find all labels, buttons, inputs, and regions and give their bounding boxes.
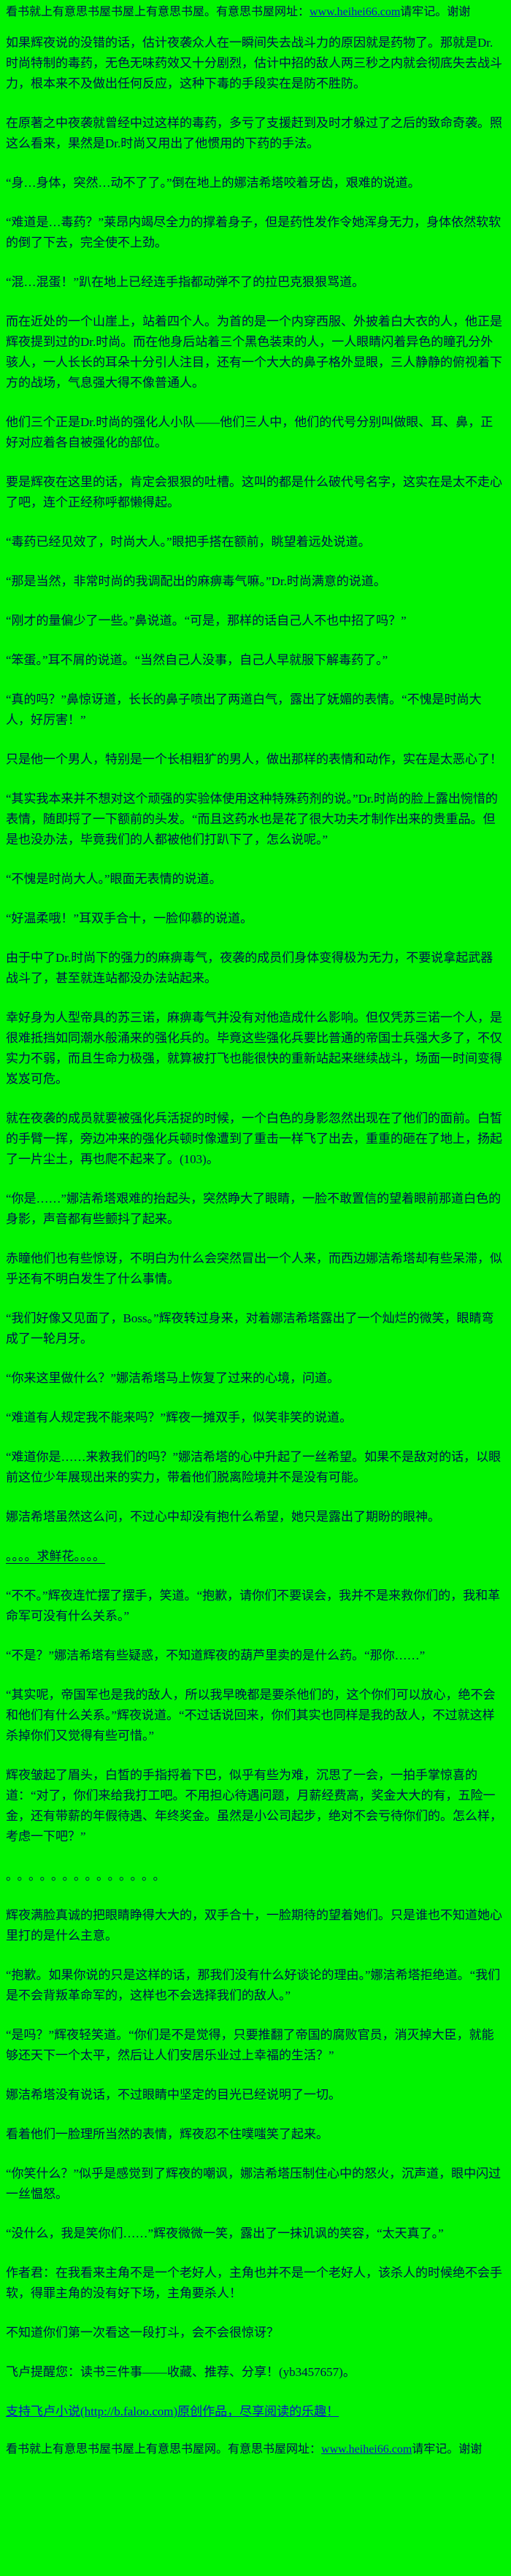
- faloo-site-link[interactable]: 支持飞卢小说(http://b.faloo.com)原创作品，尽享阅读的乐趣！: [6, 2405, 339, 2418]
- flower-request-line: 。。。。求鲜花。。。。: [6, 1549, 105, 1563]
- novel-paragraph: 幸好身为人型帝具的苏三诺，麻痹毒气并没有对他造成什么影响。但仅凭苏三诺一个人，是…: [6, 1011, 502, 1086]
- novel-paragraph: 只是他一个男人，特别是一个长相粗犷的男人，做出那样的表情和动作，实在是太恶心了！: [6, 752, 502, 766]
- novel-paragraph: “身…身体，突然…动不了了。”倒在地上的娜洁希塔咬着牙齿，艰难的说道。: [6, 176, 420, 190]
- novel-paragraph: 由于中了Dr.时尚下的强力的麻痹毒气，夜袭的成员们身体变得极为无力，不要说拿起武…: [6, 951, 493, 985]
- faloo-reminder: 飞卢提醒您：读书三件事——收藏、推荐、分享！(yb3457657)。: [6, 2365, 356, 2379]
- novel-paragraph: 娜洁希塔没有说话，不过眼睛中坚定的目光已经说明了一切。: [6, 2088, 341, 2102]
- novel-paragraph: “笨蛋。”耳不屑的说道。“当然自己人没事，自己人早就服下解毒药了。”: [6, 653, 388, 667]
- novel-paragraph: “不不。”辉夜连忙摆了摆手，笑道。“抱歉，请你们不要误会，我并不是来救你们的，我…: [6, 1589, 501, 1623]
- novel-paragraph: “你是……”娜洁希塔艰难的抬起头，突然睁大了眼睛，一脸不敢置信的望着眼前那道白色…: [6, 1192, 502, 1226]
- novel-paragraph: “毒药已经见效了，时尚大人。”眼把手搭在额前，眺望着远处说道。: [6, 535, 371, 549]
- novel-paragraph: 而在近处的一个山崖上，站着四个人。为首的是一个内穿西服、外披着白大衣的人，他正是…: [6, 315, 502, 390]
- novel-content: 如果辉夜说的没错的话，估计夜袭众人在一瞬间失去战斗力的原因就是药物了。那就是Dr…: [6, 33, 505, 2343]
- site-notice-top: 看书就上有意思书屋书屋上有意思书屋。有意思书屋网址：www.heihei66.c…: [6, 4, 505, 21]
- novel-paragraph: “你来这里做什么？”娜洁希塔马上恢复了过来的心境，问道。: [6, 1371, 340, 1385]
- novel-paragraph: 不知道你们第一次看这一段打斗，会不会很惊讶？: [6, 2326, 279, 2340]
- novel-paragraph: 就在夜袭的成员就要被强化兵活捉的时候，一个白色的身影忽然出现在了他们的面前。白皙…: [6, 1111, 502, 1166]
- site-url-link-top[interactable]: www.heihei66.com: [310, 6, 401, 18]
- novel-paragraph: “没什么，我是笑你们……”辉夜微微一笑，露出了一抹讥讽的笑容，“太天真了。”: [6, 2226, 444, 2240]
- novel-paragraph: 如果辉夜说的没错的话，估计夜袭众人在一瞬间失去战斗力的原因就是药物了。那就是Dr…: [6, 36, 502, 90]
- novel-paragraph: “难道你是……来救我们的吗？”娜洁希塔的心中升起了一丝希望。如果不是敌对的话，以…: [6, 1450, 502, 1484]
- novel-paragraph: 娜洁希塔虽然这么问，不过心中却没有抱什么希望，她只是露出了期盼的眼神。: [6, 1510, 440, 1524]
- novel-paragraph: 辉夜皱起了眉头，白皙的手指捋着下巴，似乎有些为难，沉思了一会，一拍手掌惊喜的道：…: [6, 1768, 502, 1843]
- novel-paragraph: “刚才的量偏少了一些。”鼻说道。“可是，那样的话自己人不也中招了吗？”: [6, 614, 407, 628]
- site-notice-top-prefix: 看书就上有意思书屋书屋上有意思书屋。有意思书屋网址：: [6, 6, 310, 18]
- novel-paragraph: “难道是…毒药？”莱昂内竭尽全力的撑着身子，但是药性发作令她浑身无力，身体依然软…: [6, 215, 502, 250]
- novel-reader-page: 看书就上有意思书屋书屋上有意思书屋。有意思书屋网址：www.heihei66.c…: [6, 4, 505, 2459]
- novel-paragraph: “其实呢，帝国军也是我的敌人，所以我早晚都是要杀他们的，这个你们可以放心，绝不会…: [6, 1688, 496, 1743]
- novel-paragraph: 作者君：在我看来主角不是一个老好人，主角也并不是一个老好人，该杀人的时候绝不会手…: [6, 2266, 502, 2300]
- novel-paragraph: “其实我本来并不想对这个顽强的实验体使用这种特殊药剂的说。”Dr.时尚的脸上露出…: [6, 792, 498, 847]
- site-notice-bottom-suffix: 请牢记。谢谢: [412, 2443, 483, 2456]
- novel-paragraph: 赤瞳他们也有些惊讶，不明白为什么会突然冒出一个人来，而西边娜洁希塔却有些呆滞，似…: [6, 1252, 502, 1286]
- novel-paragraph: 要是辉夜在这里的话，肯定会狠狠的吐槽。这叫的都是什么破代号名字，这实在是太不走心…: [6, 475, 502, 509]
- novel-paragraph: 看着他们一脸理所当然的表情，辉夜忍不住噗嗤笑了起来。: [6, 2127, 328, 2141]
- site-url-link-bottom[interactable]: www.heihei66.com: [321, 2443, 412, 2456]
- site-notice-top-suffix: 请牢记。谢谢: [400, 6, 471, 18]
- novel-paragraph: “抱歉。如果你说的只是这样的话，那我们没有什么好谈论的理由。”娜洁希塔拒绝道。“…: [6, 1968, 501, 2002]
- site-notice-bottom: 看书就上有意思书屋书屋上有意思书屋网。有意思书屋网址：www.heihei66.…: [6, 2441, 505, 2459]
- novel-paragraph: 在原著之中夜袭就曾经中过这样的毒药，多亏了支援赶到及时才躲过了之后的致命奇袭。照…: [6, 116, 502, 150]
- novel-paragraph: 他们三个正是Dr.时尚的强化人小队——他们三人中，他们的代号分别叫做眼、耳、鼻，…: [6, 415, 493, 450]
- novel-paragraph: 辉夜满脸真诚的把眼睛睁得大大的，双手合十，一脸期待的望着她们。只是谁也不知道她心…: [6, 1908, 502, 1943]
- novel-paragraph: “不是？”娜洁希塔有些疑惑，不知道辉夜的葫芦里卖的是什么药。“那你……”: [6, 1648, 426, 1662]
- novel-paragraph: “你笑什么？”似乎是感觉到了辉夜的嘲讽，娜洁希塔压制住心中的怒火，沉声道，眼中闪…: [6, 2167, 502, 2201]
- site-notice-bottom-prefix: 看书就上有意思书屋书屋上有意思书屋网。有意思书屋网址：: [6, 2443, 322, 2456]
- novel-paragraph: “真的吗？”鼻惊讶道，长长的鼻子喷出了两道白气，露出了妩媚的表情。“不愧是时尚大…: [6, 693, 482, 727]
- novel-paragraph: “我们好像又见面了，Boss。”辉夜转过身来，对着娜洁希塔露出了一个灿烂的微笑，…: [6, 1311, 494, 1346]
- novel-paragraph: “难道有人规定我不能来吗？”辉夜一摊双手，似笑非笑的说道。: [6, 1411, 353, 1424]
- scene-divider-dots: 。。。。。。。。。。。。。。: [6, 1869, 171, 1883]
- novel-paragraph: “是吗？”辉夜轻笑道。“你们是不是觉得，只要推翻了帝国的腐败官员，消灭掉大臣，就…: [6, 2028, 494, 2062]
- novel-paragraph: “不愧是时尚大人。”眼面无表情的说道。: [6, 872, 222, 886]
- novel-paragraph: “混…混蛋！”趴在地上已经连手指都动弹不了的拉巴克狠狠骂道。: [6, 275, 365, 289]
- novel-paragraph: “那是当然，非常时尚的我调配出的麻痹毒气嘛。”Dr.时尚满意的说道。: [6, 574, 386, 588]
- novel-paragraph: “好温柔哦！”耳双手合十，一脸仰慕的说道。: [6, 911, 253, 925]
